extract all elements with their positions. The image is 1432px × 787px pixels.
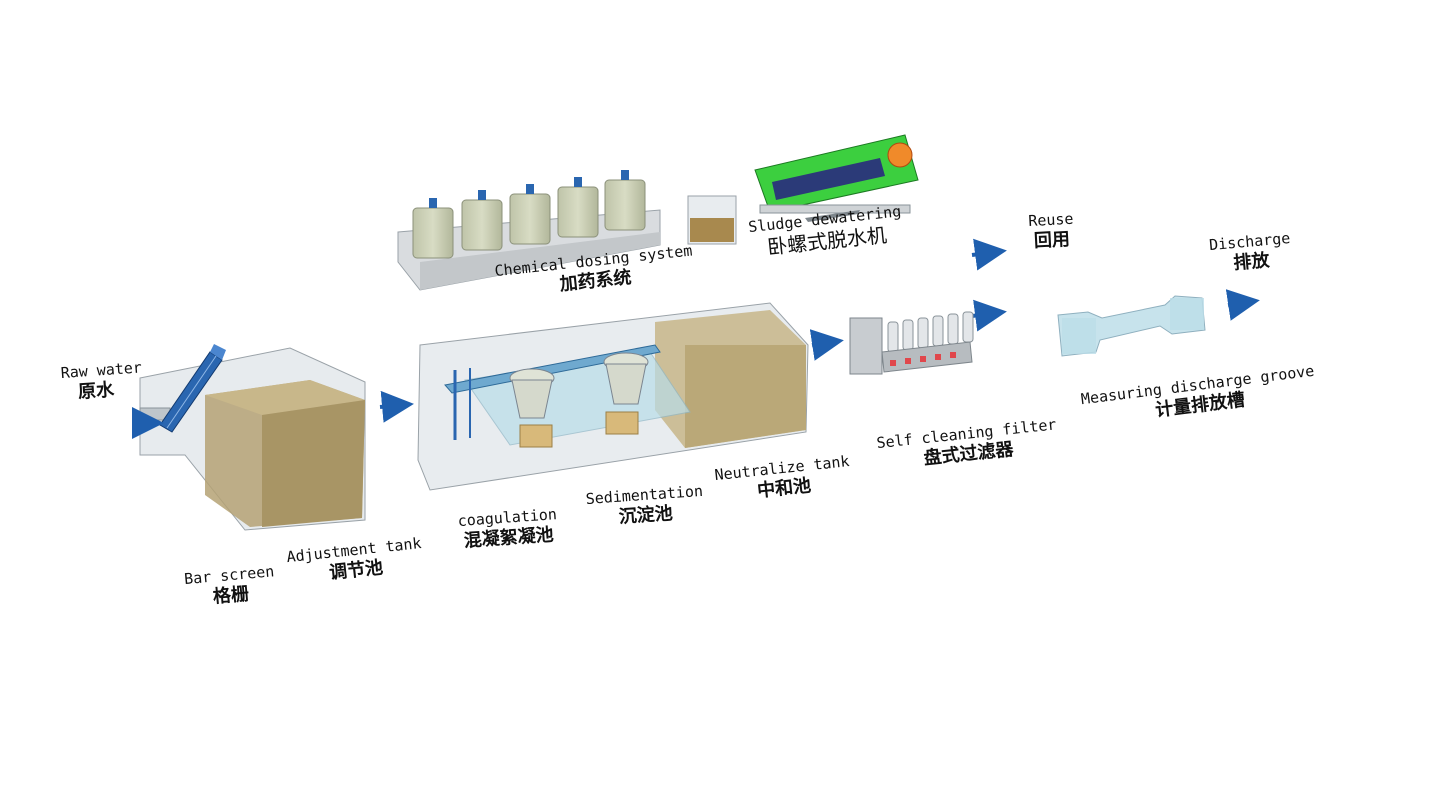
adjustment-tank-unit xyxy=(132,344,366,531)
self-cleaning-filter xyxy=(849,311,974,375)
label-coagulation: coagulation 混凝絮凝池 xyxy=(457,505,559,553)
label-raw-water: Raw water 原水 xyxy=(60,358,144,405)
clarifier-1 xyxy=(509,368,555,448)
label-sedimentation: Sedimentation 沉淀池 xyxy=(585,482,705,531)
coagulation-sedimentation-neutralize-tank xyxy=(417,302,809,491)
sludge-dewatering-machine xyxy=(687,134,919,245)
bar-screen-machine xyxy=(159,344,226,433)
label-reuse: Reuse 回用 xyxy=(1028,210,1075,254)
reuse-zh: 回用 xyxy=(1033,228,1071,252)
clarifier-2 xyxy=(603,352,649,435)
label-bar-screen: Bar screen 格栅 xyxy=(183,562,277,611)
chemical-dosing-system xyxy=(397,170,661,291)
measuring-discharge-groove xyxy=(1057,295,1206,357)
label-discharge: Discharge 排放 xyxy=(1208,229,1293,277)
reuse-en: Reuse xyxy=(1027,209,1074,231)
